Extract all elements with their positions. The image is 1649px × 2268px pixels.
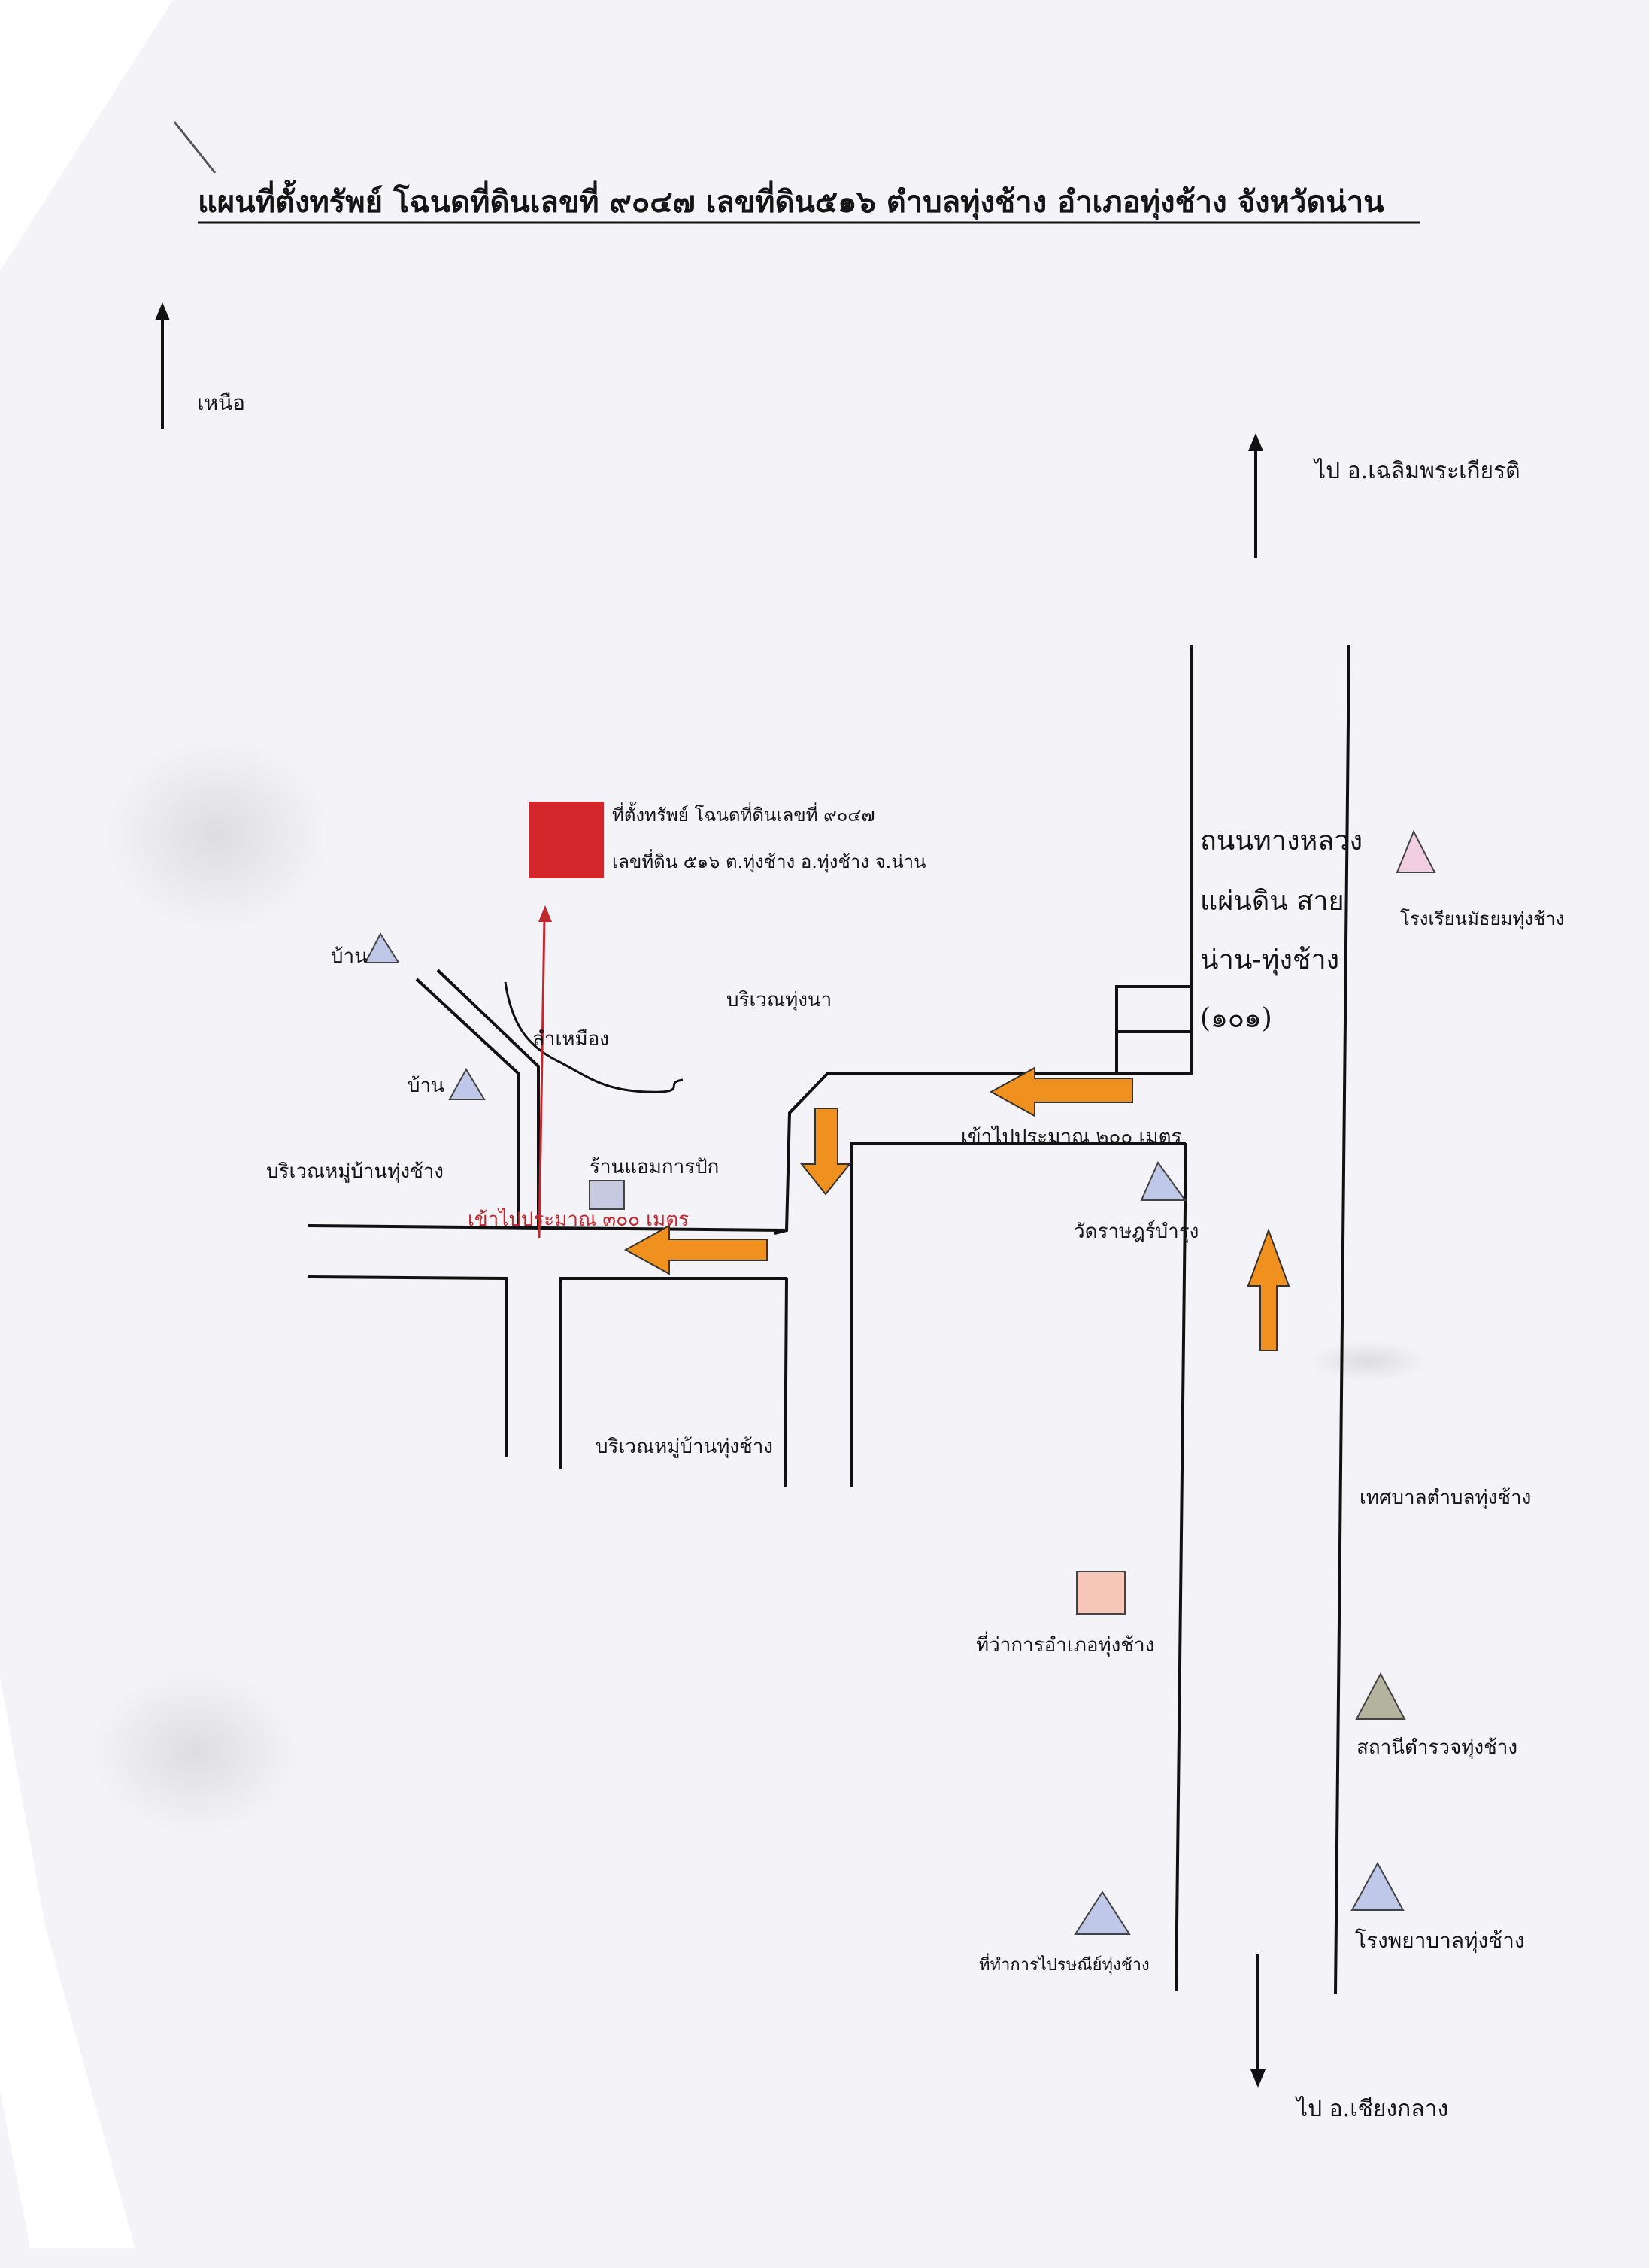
village-lane-south-edge-east [559,1277,787,1469]
hospital-label: โรงพยาบาลทุ่งช้าง [1355,1928,1525,1954]
post-office-triangle-icon [1074,1891,1131,1935]
property-marker [529,802,604,878]
house-2-label: บ้าน [408,1075,444,1097]
to-north-label: ไป อ.เฉลิมพระเกียรติ [1313,457,1520,484]
north-direction-arrow-icon [1248,433,1263,558]
highway-name-line4: (๑๐๑) [1200,1003,1272,1034]
district-office-square-icon [1076,1571,1126,1615]
distance-300-label: เข้าไปประมาณ ๓๐๐ เมตร [468,1208,689,1231]
school-label: โรงเรียนมัธยมทุ่งช้าง [1400,908,1564,930]
direction-arrow-north-icon [1247,1228,1290,1351]
scan-mark [173,121,217,174]
district-office-label: ที่ว่าการอำเภอทุ่งช้าง [976,1631,1154,1657]
house-1-triangle-icon [364,932,400,963]
north-label: เหนือ [197,390,245,415]
direction-arrow-west-icon [623,1224,768,1275]
folded-corner [0,0,173,271]
shop-label: ร้านแอมการปัก [590,1156,719,1178]
shop-square-icon [589,1180,625,1210]
map-title: แผนที่ตั้งทรัพย์ โฉนดที่ดินเลขที่ ๙๐๔๗ เ… [198,180,1384,221]
route-arrowhead-icon [538,905,552,922]
property-line1: ที่ตั้งทรัพย์ โฉนดที่ดินเลขที่ ๙๐๔๗ [612,802,875,826]
village-lane-branch [784,1278,788,1488]
village-south-label: บริเวณหมู่บ้านทุ่งช้าง [596,1436,773,1458]
smudge-stain [90,1669,301,1835]
direction-arrow-west-icon [989,1066,1133,1117]
south-direction-arrow-icon [1250,1954,1266,2088]
village-lane-north-edge [308,1224,787,1232]
village-lane-south-edge-west [308,1275,508,1457]
canal-label: ลำเหมือง [532,1028,609,1051]
house-2-triangle-icon [448,1067,486,1100]
to-south-label: ไป อ.เชียงกลาง [1295,2095,1448,2122]
highway-name-line1: ถนนทางหลวง [1200,826,1363,857]
highway-east-edge [1334,644,1350,1995]
hospital-triangle-icon [1350,1861,1405,1911]
smudge-stain [105,737,331,932]
diagonal-lane-west [415,978,520,1226]
direction-arrow-south-icon [799,1108,852,1196]
police-label: สถานีตำรวจทุ่งช้าง [1356,1736,1517,1759]
municipality-label: เทศบาลตำบลทุ่งช้าง [1360,1487,1531,1509]
route-line [538,917,546,1239]
village-west-label: บริเวณหมู่บ้านทุ่งช้าง [266,1160,444,1183]
highway-west-edge-south [1175,1142,1187,1992]
diagonal-lane-east [436,969,540,1227]
temple-label: วัดราษฎร์บำรุง [1074,1220,1199,1243]
school-triangle-icon [1396,829,1436,873]
canal [504,981,684,1093]
post-office-label: ที่ทำการไปรษณีย์ทุ่งช้าง [979,1953,1150,1975]
torn-edge [0,1677,135,2248]
side-road-south-edge [850,1142,1186,1487]
smudge-stain [1308,1340,1429,1382]
highway-name-line3: น่าน-ทุ่งช้าง [1200,944,1339,976]
highway-name-line2: แผ่นดิน สาย [1200,886,1344,917]
temple-triangle-icon [1140,1160,1187,1201]
rice-field-label: บริเวณทุ่งนา [726,989,832,1011]
house-1-label: บ้าน [331,945,368,968]
distance-200-label: เข้าไปประมาณ ๒๐๐ เมตร [961,1125,1181,1148]
police-triangle-icon [1355,1672,1406,1720]
north-arrow-icon [155,302,170,429]
property-line2: เลขที่ดิน ๕๑๖ ต.ทุ่งช้าง อ.ทุ่งช้าง จ.น่… [612,849,926,873]
